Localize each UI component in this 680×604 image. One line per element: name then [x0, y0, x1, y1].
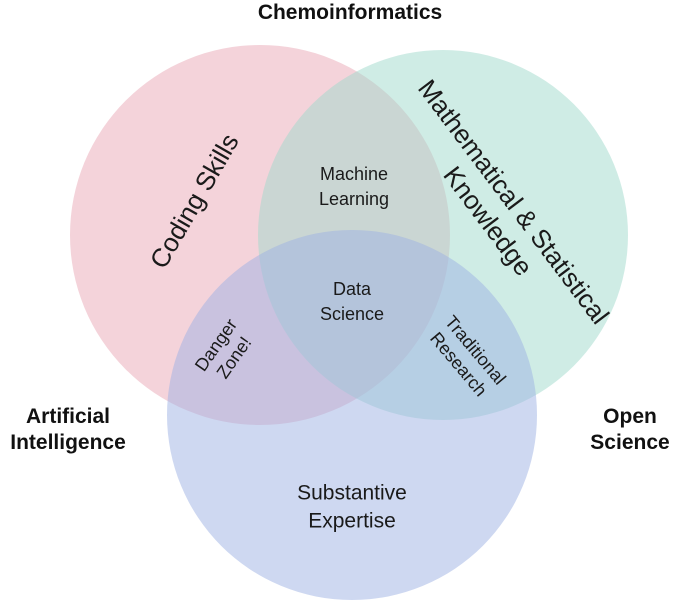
data-science-label-line2: Science	[320, 304, 384, 324]
chemoinformatics-label: Chemoinformatics	[230, 0, 470, 26]
machine-learning-label-line1: Machine	[320, 164, 388, 184]
substantive-expertise-label-line2: Expertise	[308, 510, 396, 533]
data-science-label-line1: Data	[333, 279, 372, 299]
artificial-intelligence-label: Artificial Intelligence	[0, 404, 136, 456]
chemoinformatics-text: Chemoinformatics	[257, 1, 443, 24]
intelligence-text: Intelligence	[10, 431, 126, 454]
open-text: Open	[603, 405, 657, 428]
open-science-label: Open Science	[582, 404, 678, 456]
substantive-expertise-circle	[167, 230, 537, 600]
artificial-text: Artificial	[25, 405, 111, 428]
science-text: Science	[590, 431, 670, 454]
machine-learning-label-line2: Learning	[319, 189, 389, 209]
substantive-expertise-label-line1: Substantive	[297, 482, 407, 505]
